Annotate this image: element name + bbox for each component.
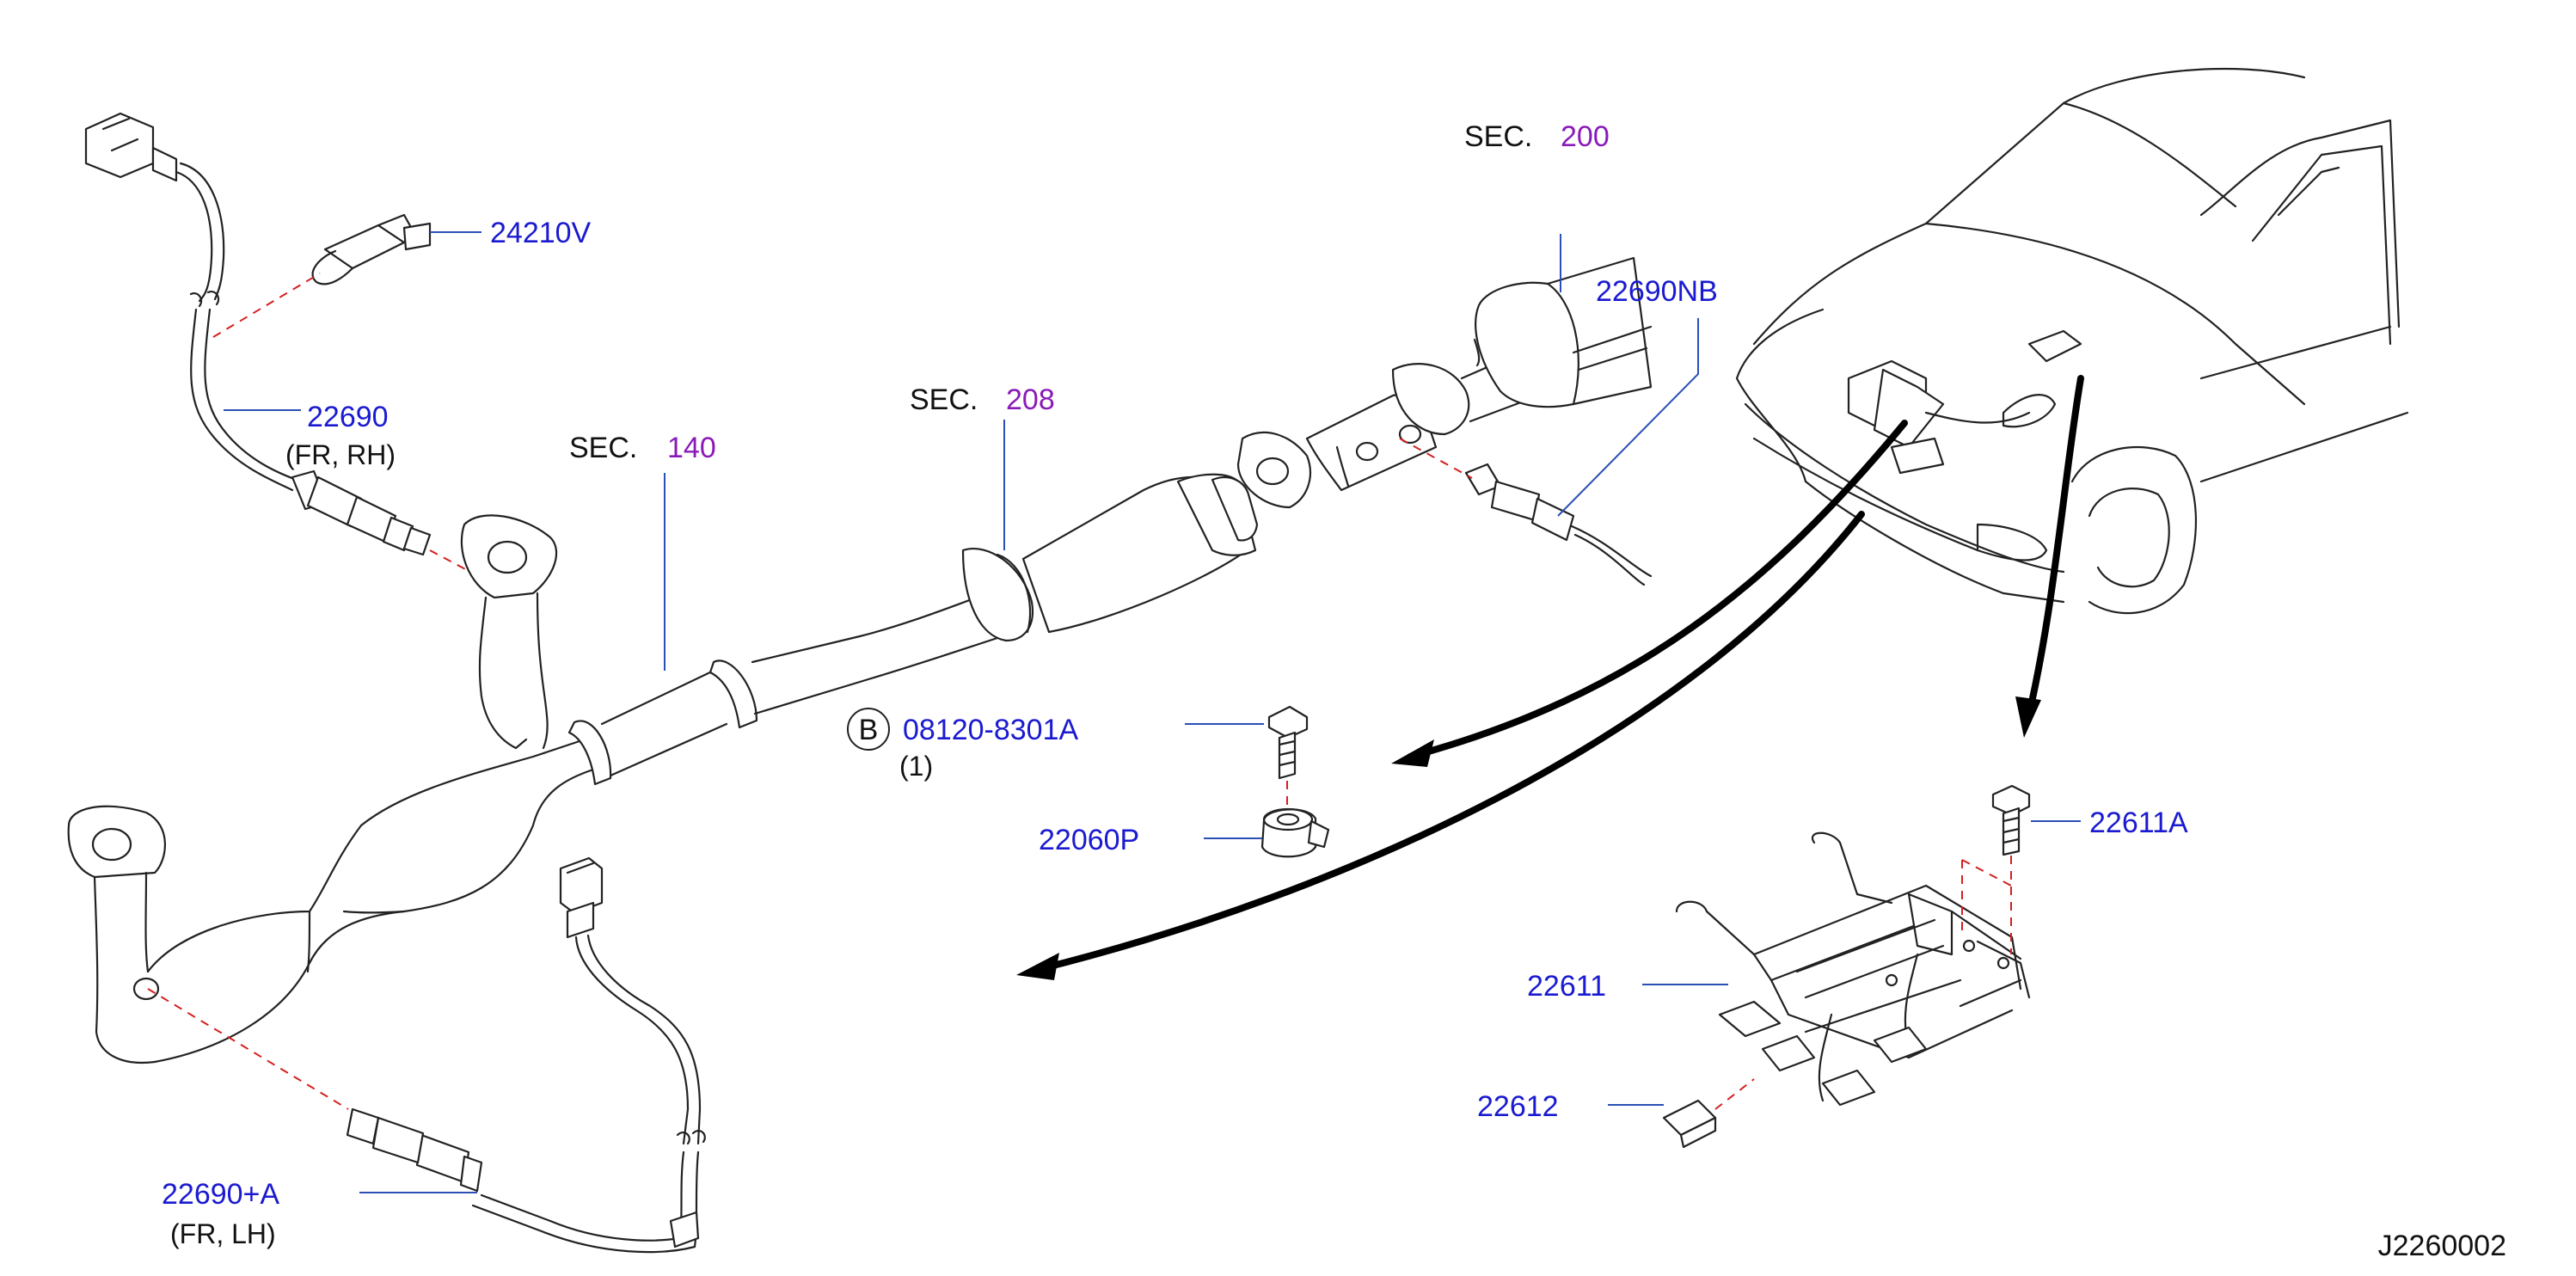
location-arrows [1016, 375, 2084, 980]
part-number-22060P[interactable]: 22060P [1039, 824, 1139, 856]
oxygen-sensor-rear-drawing [1464, 463, 1653, 586]
harness-clip-drawing [311, 213, 432, 285]
section-label-208: SEC. 208 [910, 383, 1055, 416]
section-label-140: SEC. 140 [569, 432, 716, 464]
section-prefix: SEC. [1464, 120, 1532, 153]
part-number-22611[interactable]: 22611 [1527, 970, 1606, 1003]
knock-sensor-drawing [1260, 807, 1330, 858]
leader-lines [224, 231, 2081, 1193]
section-number[interactable]: 208 [1006, 383, 1055, 416]
bracket-clip-drawing [1662, 1099, 1717, 1149]
bolt-drawing [1267, 705, 1309, 780]
part-number-22612[interactable]: 22612 [1477, 1090, 1559, 1123]
part-note-fr-rh: (FR, RH) [285, 439, 396, 470]
part-number-24210V[interactable]: 24210V [490, 217, 592, 249]
oxygen-sensor-front-rh-drawing [84, 112, 432, 556]
section-prefix: SEC. [910, 383, 978, 416]
part-number-22690-plus-a[interactable]: 22690+A [162, 1178, 279, 1211]
diagram-reference-code: J2260002 [2378, 1230, 2506, 1262]
part-number-22690[interactable]: 22690 [307, 401, 389, 433]
section-number[interactable]: 200 [1561, 120, 1610, 153]
exhaust-front-tube-drawing [67, 514, 999, 1064]
part-number-22611A[interactable]: 22611A [2089, 807, 2188, 839]
callout-circle [847, 708, 890, 751]
ecm-bracket-drawing [1675, 831, 2031, 1107]
section-prefix: SEC. [569, 432, 637, 464]
part-note-fr-lh: (FR, LH) [170, 1218, 276, 1249]
part-number-22690NB[interactable]: 22690NB [1596, 275, 1718, 308]
section-label-200: SEC. 200 [1464, 120, 1610, 153]
vehicle-outline-drawing [1735, 67, 2409, 615]
exhaust-center-pipe-drawing [1236, 256, 1653, 509]
oxygen-sensor-front-lh-drawing [346, 856, 706, 1254]
callout-letter: B [859, 714, 879, 746]
catalytic-converter-drawing [961, 473, 1259, 642]
bolt-callout-b: B [847, 708, 890, 751]
bracket-bolt-drawing [1991, 784, 2031, 856]
section-number[interactable]: 140 [667, 432, 716, 464]
part-number-08120-8301A[interactable]: 08120-8301A [903, 714, 1079, 746]
part-note-quantity: (1) [899, 751, 933, 782]
